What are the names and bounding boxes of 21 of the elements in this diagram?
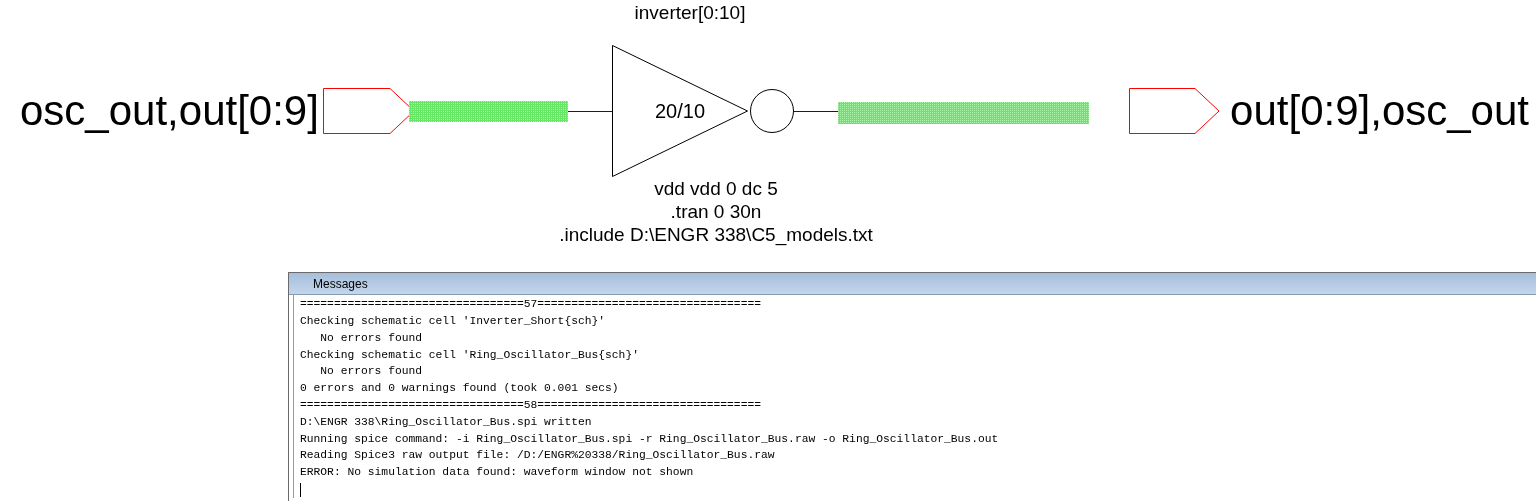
log-line: Reading Spice3 raw output file: /D:/ENGR%20338/Ring_Oscillator_Bus.raw bbox=[300, 448, 776, 464]
wire bbox=[567, 111, 613, 112]
wire bbox=[793, 111, 839, 112]
spice-directive: vdd vdd 0 dc 5 bbox=[654, 177, 778, 200]
spice-directive: .include D:\ENGR 338\C5_models.txt bbox=[559, 223, 873, 246]
spice-directive: .tran 0 30n bbox=[670, 200, 762, 223]
log-line: Checking schematic cell 'Ring_Oscillator_Bus{sch}' bbox=[300, 347, 640, 363]
log-line: Running spice command: -i Ring_Oscillator_Bus.spi -r Ring_Oscillator_Bus.raw -o Ring_Oscillator_Bus.out bbox=[300, 431, 1000, 447]
log-line: No errors found bbox=[319, 364, 424, 380]
log-line: =================================58================================= bbox=[300, 398, 762, 413]
port-label: out[0:9],osc_out bbox=[1230, 90, 1529, 132]
log-line: =================================57================================= bbox=[300, 297, 762, 313]
log-line: ERROR: No simulation data found: waveform window not shown bbox=[300, 465, 695, 481]
log-line: D:\ENGR 338\Ring_Oscillator_Bus.spi written bbox=[300, 414, 593, 430]
instance-name: inverter[0:10] bbox=[634, 2, 746, 24]
log-line: No errors found bbox=[319, 330, 424, 346]
log-line: Checking schematic cell 'Inverter_Short{sch}' bbox=[300, 314, 607, 330]
window-title: Messages bbox=[289, 273, 1536, 296]
port-label: osc_out,out[0:9] bbox=[20, 90, 319, 132]
size-label: 20/10 bbox=[654, 100, 706, 123]
log-line: 0 errors and 0 warnings found (took 0.001 secs) bbox=[300, 381, 620, 397]
